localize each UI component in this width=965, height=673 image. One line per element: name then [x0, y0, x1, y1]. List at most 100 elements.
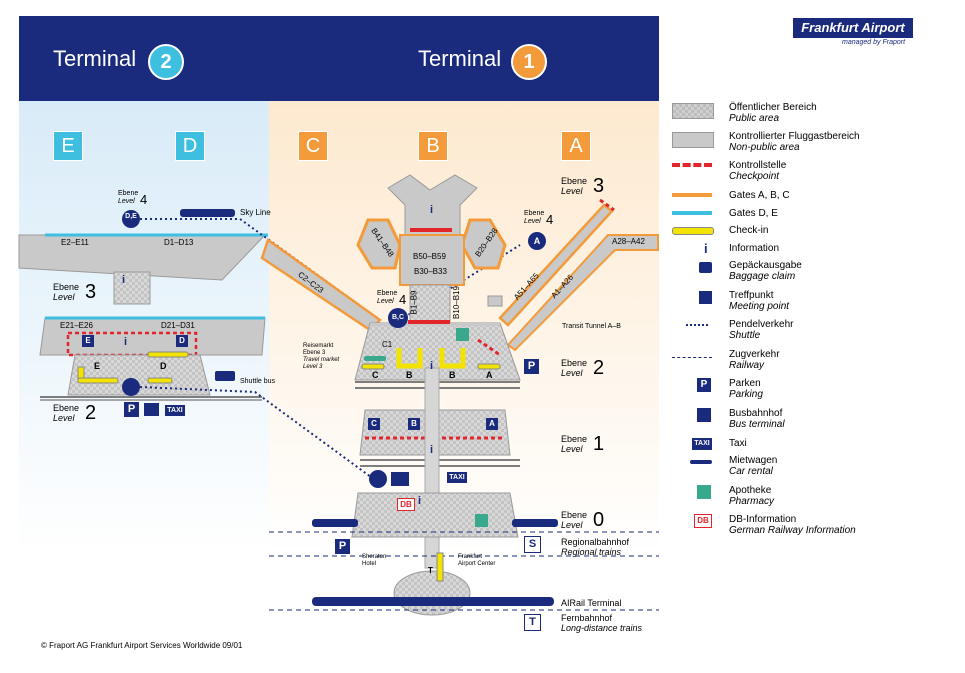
label-b50-b59: B50–B59: [413, 252, 446, 261]
longdistance-train: [312, 597, 554, 606]
footer-credit: © Fraport AG Frankfurt Airport Services …: [41, 641, 243, 650]
level-num: 4: [546, 212, 554, 227]
skyline-train: [180, 209, 235, 217]
pharmacy-icon: [697, 485, 711, 499]
rail-en: Long-distance trains: [561, 623, 643, 633]
pier-d: D: [175, 131, 205, 161]
legend-en: Bus terminal: [729, 419, 785, 430]
level-num: 1: [593, 433, 605, 455]
label-sky-line: Sky Line: [240, 208, 271, 217]
checkin-badge-b: B: [408, 418, 420, 430]
parking-icon: P: [697, 378, 711, 392]
regional-train-right: [512, 519, 558, 527]
level: Level: [118, 198, 135, 205]
pier-b-hex-left: [356, 218, 402, 270]
level: Level: [53, 292, 75, 302]
pier-b: B: [418, 131, 448, 161]
fac-name: Frankfurt: [458, 554, 483, 560]
terminal2-number: 2: [148, 44, 184, 80]
terminal1-number: 1: [511, 44, 547, 80]
ebene: Ebene: [561, 176, 588, 186]
t2-shuttle-stop: [122, 378, 140, 396]
rail-airrail: AIRail Terminal: [561, 598, 622, 608]
railway-line: [672, 357, 712, 358]
info-icon: i: [704, 241, 708, 256]
rail-de: Regionalbahnhof: [561, 537, 630, 547]
checkin-b2: [439, 348, 466, 369]
label-e21-e26: E21–E26: [60, 321, 93, 330]
label-reisemarkt: Reisemarkt Ebene 3 Travel market Level 3: [303, 343, 339, 371]
pier-a: A: [561, 131, 591, 161]
skyline-stop-de-label: D,E: [125, 213, 137, 220]
t1-shuttle-stop: [369, 470, 387, 488]
shuttle-path: [139, 386, 376, 481]
checkpoint-line: [672, 163, 712, 167]
shuttle-icon: [686, 324, 708, 326]
legend-en: Shuttle: [729, 330, 761, 341]
legend-en: Car rental: [729, 466, 773, 477]
legend-en: Non-public area: [729, 142, 800, 153]
label-transit: Transit Tunnel A–B: [562, 323, 621, 330]
level: Level: [53, 413, 75, 423]
taxi-icon: TAXI: [447, 472, 467, 483]
ebene: Ebene: [561, 434, 588, 444]
taxi-icon: TAXI: [692, 438, 712, 450]
level-num: 3: [85, 281, 97, 303]
ebene: Ebene: [377, 290, 398, 297]
hall-letter-a: A: [486, 370, 493, 380]
hall-letter-b2: B: [449, 370, 456, 380]
reisemarkt-level: Level 3: [303, 364, 323, 370]
level-num: 4: [140, 192, 148, 207]
pier-b-upper: [387, 174, 478, 236]
pier-e: E: [53, 131, 83, 161]
legend-en: German Railway Information: [729, 525, 856, 536]
bus-icon: [391, 472, 409, 486]
parking-icon: P: [124, 402, 139, 417]
pier-a-wing: [498, 203, 614, 327]
ebene: Ebene: [118, 190, 139, 197]
ebene: Ebene: [524, 210, 545, 217]
terminal2-header: [19, 16, 269, 101]
info-icon: i: [418, 495, 422, 507]
tunnel-letter: T: [428, 566, 433, 575]
checkin-bar: [672, 227, 714, 235]
legend-de: Check-in: [729, 225, 769, 236]
parking-icon: P: [524, 359, 539, 374]
label-b1-b9: B1–B9: [409, 290, 419, 315]
checkin-badge-c: C: [368, 418, 380, 430]
level-num: 2: [85, 402, 97, 424]
checkin-badge-d: D: [176, 335, 188, 347]
t2-checkin-d: [147, 351, 189, 358]
t1-level0-hall: [351, 492, 519, 538]
legend-de: Öffentlicher Bereich: [729, 102, 817, 113]
t2-checkin-e2: [77, 377, 119, 384]
rail-en: Regional trains: [561, 547, 622, 557]
terminal1-header: [269, 16, 659, 101]
level-num: 4: [399, 292, 407, 307]
label-airport-center: Frankfurt Airport Center: [458, 554, 495, 568]
level: Level: [377, 298, 394, 305]
level-num: 2: [593, 357, 605, 379]
legend-de: Gepäckausgabe: [729, 260, 802, 271]
pier-c: C: [298, 131, 328, 161]
label-a28-a42: A28–A42: [612, 237, 645, 246]
bus-icon: [697, 408, 711, 422]
legend-en: Baggage claim: [729, 271, 796, 282]
legend-de: Mietwagen: [729, 455, 778, 466]
public-area-swatch: [672, 103, 714, 119]
db-icon: DB: [694, 514, 712, 528]
label-b10-b19: B10–B19: [451, 286, 461, 319]
legend-de: Busbahnhof: [729, 408, 783, 419]
regional-train-left: [312, 519, 358, 527]
legend-en: Railway: [729, 360, 765, 371]
gates-de-line: [672, 211, 712, 215]
terminal1-title: Terminal: [418, 46, 502, 71]
sbahn-icon: S: [524, 536, 541, 553]
legend-en: Meeting point: [729, 301, 790, 312]
